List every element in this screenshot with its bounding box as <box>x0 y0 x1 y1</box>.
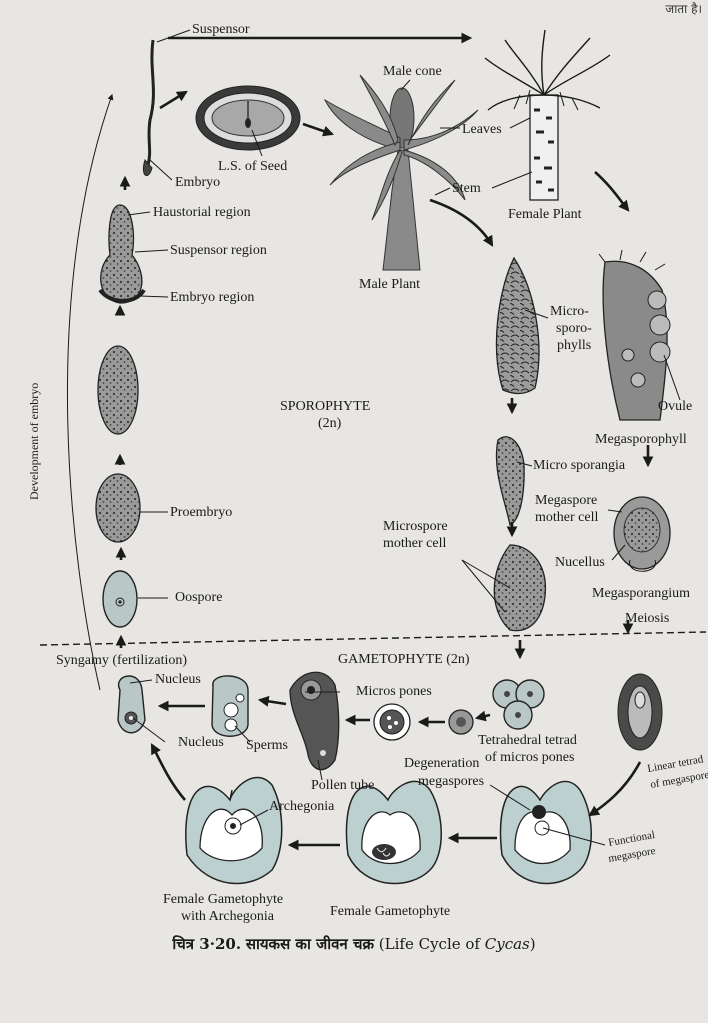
female-gametophyte-archegonia-figure <box>185 776 283 885</box>
microspore-mother-cell-label-2: mother cell <box>383 536 446 551</box>
functional-megaspore-figure <box>499 780 592 885</box>
proembryo-stage-b-figure <box>95 473 141 543</box>
female-plant-label: Female Plant <box>508 207 582 222</box>
tetrahedral-tetrad-figure <box>492 679 545 730</box>
suspensor-label: Suspensor <box>192 22 250 37</box>
haustorial-region-label: Haustorial region <box>153 205 251 220</box>
sperm-cell-figure <box>211 675 249 737</box>
tetrahedral-tetrad-label-2: of micros pones <box>485 750 574 765</box>
male-cone-label: Male cone <box>383 64 442 79</box>
suspensor-embryo-figure <box>142 39 155 177</box>
megasporangium-figure <box>613 496 671 572</box>
proembryo-label: Proembryo <box>170 505 232 520</box>
caption-hindi-title: सायकस का जीवन चक्र <box>245 935 375 953</box>
embryo-regions-figure <box>98 204 146 304</box>
megaspore-mother-cell-label-1: Megaspore <box>535 493 597 508</box>
female-gametophyte-figure <box>345 780 442 885</box>
megasporophyll-figure <box>598 249 671 421</box>
caption-genus: Cycas <box>484 935 530 953</box>
male-plant-label: Male Plant <box>359 277 420 292</box>
gametophyte-label: GAMETOPHYTE (2n) <box>338 652 470 667</box>
pollen-tube-figure <box>289 671 340 771</box>
microspore-mother-cell-figure <box>493 544 547 632</box>
micro-sporangia-label: Micro sporangia <box>533 458 626 473</box>
linear-tetrad-figure <box>617 673 663 751</box>
nucleus-label-2: Nucleus <box>178 735 224 750</box>
leaves-label: Leaves <box>462 122 502 137</box>
caption-english-close: ) <box>529 935 536 953</box>
nucleus-label-1: Nucleus <box>155 672 201 687</box>
microsporophylls-label-3: phylls <box>557 338 591 353</box>
microsporophylls-label-1: Micro- <box>550 304 589 319</box>
micros-pones-label: Micros pones <box>356 684 432 699</box>
sperms-label: Sperms <box>246 738 288 753</box>
embryo-label: Embryo <box>175 175 220 190</box>
caption-english-open: (Life Cycle of <box>378 935 485 953</box>
megasporophyll-label: Megasporophyll <box>595 432 687 447</box>
male-plant-figure <box>323 74 479 271</box>
ovule-label: Ovule <box>658 399 692 414</box>
oospore-label: Oospore <box>175 590 222 605</box>
sporophyte-ploidy-label: (2n) <box>318 416 342 431</box>
ls-seed-label: L.S. of Seed <box>218 159 287 174</box>
syngamy-label: Syngamy (fertilization) <box>56 653 187 668</box>
microspore-single-figure <box>448 709 474 735</box>
nucellus-label: Nucellus <box>555 555 605 570</box>
figure-caption: चित्र 3·20. सायकस का जीवन चक्र (Life Cyc… <box>0 934 708 954</box>
stem-label: Stem <box>452 181 481 196</box>
leader-lines <box>127 29 681 846</box>
caption-prefix: चित्र 3·20. <box>172 935 242 953</box>
degeneration-megaspores-label-1: Degeneration <box>404 756 479 771</box>
microsporophyll-cone-figure <box>495 256 540 395</box>
microsporangia-figure <box>495 436 525 526</box>
suspensor-region-label: Suspensor region <box>170 243 267 258</box>
female-gametophyte-archegonia-label-1: Female Gametophyte <box>163 892 283 907</box>
megasporangium-label: Megasporangium <box>592 586 690 601</box>
female-plant-figure <box>484 29 611 201</box>
microspore-germinating-figure <box>373 703 411 741</box>
degeneration-megaspores-label-2: megaspores <box>418 774 484 789</box>
tetrahedral-tetrad-label-1: Tetrahedral tetrad <box>478 733 577 748</box>
microspore-mother-cell-label-1: Microspore <box>383 519 448 534</box>
archegonia-label: Archegonia <box>269 799 335 814</box>
corner-text: जाता है। <box>665 2 702 16</box>
microsporophylls-label-2: sporo- <box>556 321 592 336</box>
female-gametophyte-archegonia-label-2: with Archegonia <box>181 909 275 924</box>
sporophyte-gametophyte-divider <box>39 631 707 646</box>
megaspore-mother-cell-label-2: mother cell <box>535 510 598 525</box>
seed-section-figure <box>195 85 301 151</box>
embryo-region-label: Embryo region <box>170 290 254 305</box>
meiosis-label: Meiosis <box>625 611 669 626</box>
cycle-arrows <box>67 32 654 851</box>
sporophyte-label: SPOROPHYTE <box>280 399 370 414</box>
pollen-tube-label: Pollen tube <box>311 778 374 793</box>
oospore-figure <box>102 570 138 628</box>
proembryo-stage-a-figure <box>97 345 139 435</box>
fertilized-cell-figure <box>117 675 146 734</box>
development-of-embryo-label: Development of embryo <box>27 383 41 500</box>
female-gametophyte-label: Female Gametophyte <box>330 904 450 919</box>
